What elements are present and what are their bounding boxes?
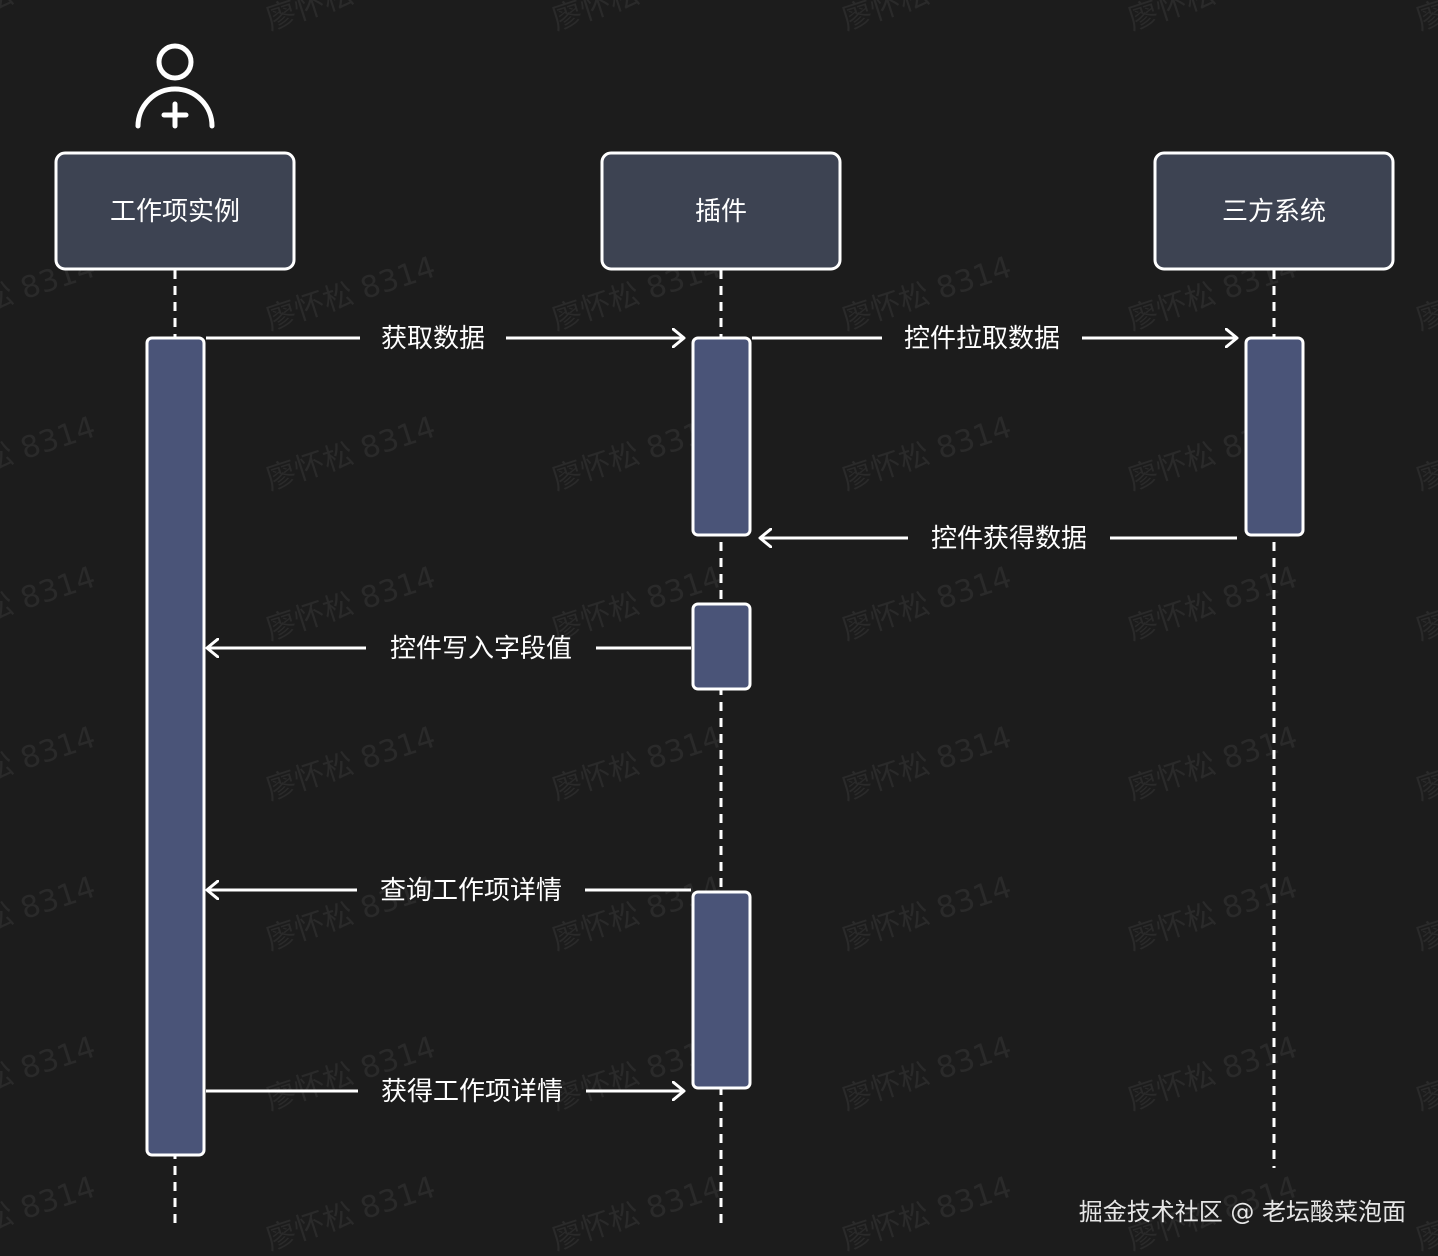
watermark-text: 廖怀松 8314	[838, 1030, 1016, 1118]
participant-third: 三方系统	[1153, 151, 1395, 271]
message-arrow: 获得工作项详情	[206, 1077, 684, 1107]
watermark-text: 廖怀松 8314	[1412, 1170, 1438, 1256]
credit-text: 掘金技术社区 @ 老坛酸菜泡面	[1078, 1198, 1406, 1226]
watermark-text: 廖怀松 8314	[548, 1170, 726, 1256]
watermark-text: 廖怀松 8314	[838, 870, 1016, 958]
watermark-text: 廖怀松 8314	[838, 410, 1016, 498]
watermark-text: 廖怀松 8314	[262, 720, 440, 808]
watermark-text: 廖怀松 8314	[0, 870, 100, 958]
message-arrow: 查询工作项详情	[207, 876, 691, 906]
participant-label: 三方系统	[1222, 197, 1326, 227]
watermark-text: 廖怀松 8314	[1124, 560, 1302, 648]
watermark-text: 廖怀松 8314	[0, 1030, 100, 1118]
watermark-text: 廖怀松 8314	[1124, 720, 1302, 808]
watermark-text: 廖怀松 8314	[1412, 250, 1438, 338]
watermark-text: 廖怀松 8314	[0, 560, 100, 648]
watermark-text: 廖怀松 8314	[1412, 0, 1438, 38]
message-label: 控件获得数据	[931, 524, 1087, 554]
participant-label: 插件	[695, 197, 747, 227]
message-label: 控件拉取数据	[904, 324, 1060, 354]
watermark-text: 廖怀松 8314	[548, 720, 726, 808]
activation-plugin-2	[691, 602, 752, 691]
activation-third	[1244, 336, 1305, 537]
watermark-text: 廖怀松 8314	[262, 410, 440, 498]
watermark-text: 廖怀松 8314	[548, 0, 726, 38]
watermark-text: 廖怀松 8314	[838, 720, 1016, 808]
watermark-text: 廖怀松 8314	[1412, 1030, 1438, 1118]
message-label: 获得工作项详情	[381, 1077, 563, 1107]
watermark-text: 廖怀松 8314	[1124, 0, 1302, 38]
message-label: 获取数据	[381, 324, 485, 354]
participant-instance: 工作项实例	[54, 151, 296, 271]
watermark-text: 廖怀松 8314	[262, 0, 440, 38]
watermark-text: 廖怀松 8314	[1412, 720, 1438, 808]
activation-plugin-3	[691, 890, 752, 1090]
activation-plugin-1	[691, 336, 752, 537]
watermark-text: 廖怀松 8314	[838, 0, 1016, 38]
participant-plugin: 插件	[600, 151, 842, 271]
watermark-text: 廖怀松 8314	[0, 1170, 100, 1256]
message-arrow: 控件拉取数据	[752, 324, 1237, 354]
watermark-text: 廖怀松 8314	[838, 560, 1016, 648]
watermark-text: 廖怀松 8314	[1412, 870, 1438, 958]
watermark-text: 廖怀松 8314	[0, 410, 100, 498]
user-add-icon	[135, 43, 215, 129]
watermark-text: 廖怀松 8314	[0, 720, 100, 808]
message-arrow: 获取数据	[206, 324, 684, 354]
message-label: 查询工作项详情	[380, 876, 562, 906]
watermark-text: 廖怀松 8314	[262, 1170, 440, 1256]
watermark-text: 廖怀松 8314	[838, 1170, 1016, 1256]
message-label: 控件写入字段值	[390, 634, 572, 664]
watermark-text: 廖怀松 8314	[0, 0, 100, 38]
message-arrow: 控件获得数据	[760, 524, 1237, 554]
watermark-text: 廖怀松 8314	[1412, 410, 1438, 498]
watermark-text: 廖怀松 8314	[1412, 560, 1438, 648]
participant-label: 工作项实例	[110, 197, 240, 227]
message-arrow: 控件写入字段值	[207, 634, 691, 664]
activation-instance	[145, 336, 206, 1157]
